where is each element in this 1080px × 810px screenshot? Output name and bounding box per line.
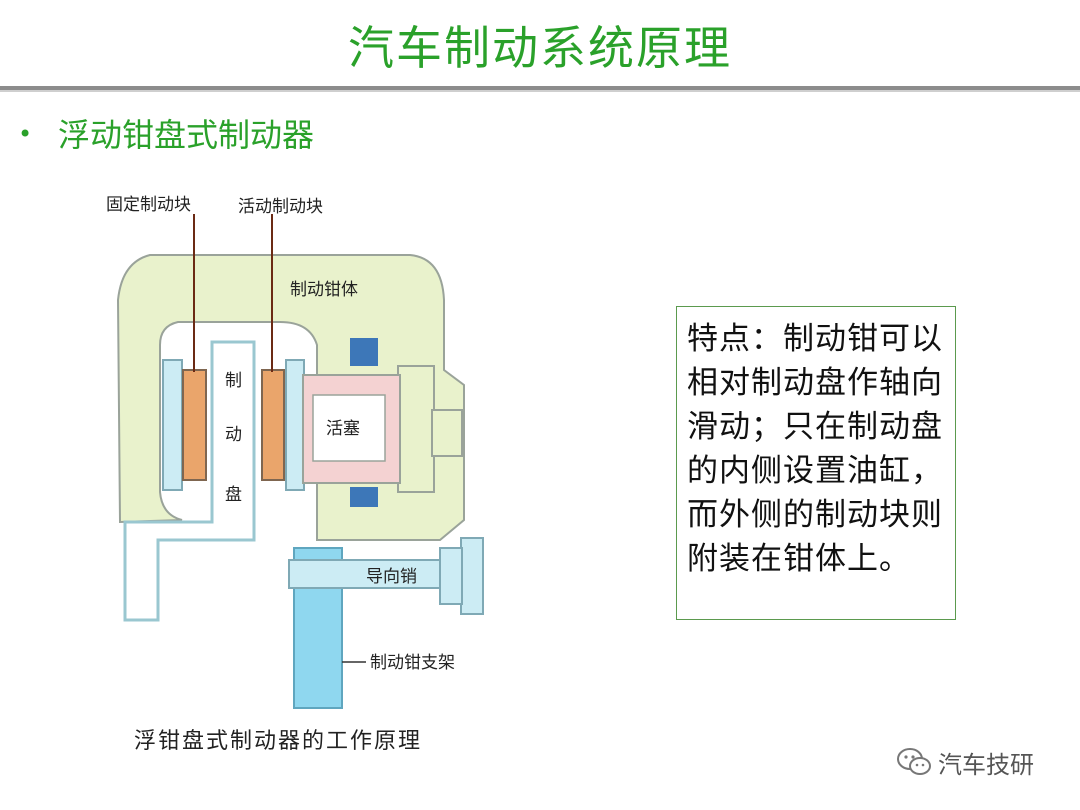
bullet-heading: 浮动钳盘式制动器: [58, 116, 315, 154]
seal-bottom: [350, 487, 378, 507]
watermark: 汽车技研: [896, 744, 1034, 780]
label-moving-pad: 活动制动块: [238, 197, 323, 217]
wechat-icon: [897, 748, 931, 775]
piston-inner: [312, 394, 386, 462]
label-disc-2: 动: [225, 425, 242, 445]
label-fixed-pad: 固定制动块: [106, 195, 191, 215]
brake-disc: [123, 340, 256, 622]
fixed-pad-backing: [162, 359, 183, 491]
label-piston: 活塞: [326, 419, 360, 439]
seal-top: [350, 338, 378, 366]
label-disc-1: 制: [225, 371, 242, 391]
page-title: 汽车制动系统原理: [348, 21, 732, 75]
caliper-port: [431, 409, 463, 457]
watermark-text: 汽车技研: [938, 750, 1034, 779]
guide-pin-collar: [439, 547, 463, 605]
diagram-caption: 浮钳盘式制动器的工作原理: [134, 729, 422, 754]
feature-box: 特点：制动钳可以相对制动盘作轴向滑动；只在制动盘的内侧设置油缸，而外侧的制动块则…: [676, 306, 956, 620]
label-guide-pin: 导向销: [366, 567, 417, 587]
label-caliper-body: 制动钳体: [290, 280, 358, 300]
title-divider-shadow: [0, 90, 1080, 92]
fixed-pad-lining: [182, 369, 207, 481]
bullet-icon: •: [18, 120, 33, 148]
moving-pad-lining: [261, 369, 285, 481]
moving-pad-backing: [285, 359, 305, 491]
feature-text: 特点：制动钳可以相对制动盘作轴向滑动；只在制动盘的内侧设置油缸，而外侧的制动块则…: [687, 321, 943, 577]
caliper-housing: [397, 365, 435, 493]
label-disc-3: 盘: [225, 485, 242, 505]
title-divider: [0, 86, 1080, 90]
label-bracket: 制动钳支架: [370, 653, 455, 673]
guide-pin-head: [460, 537, 484, 615]
